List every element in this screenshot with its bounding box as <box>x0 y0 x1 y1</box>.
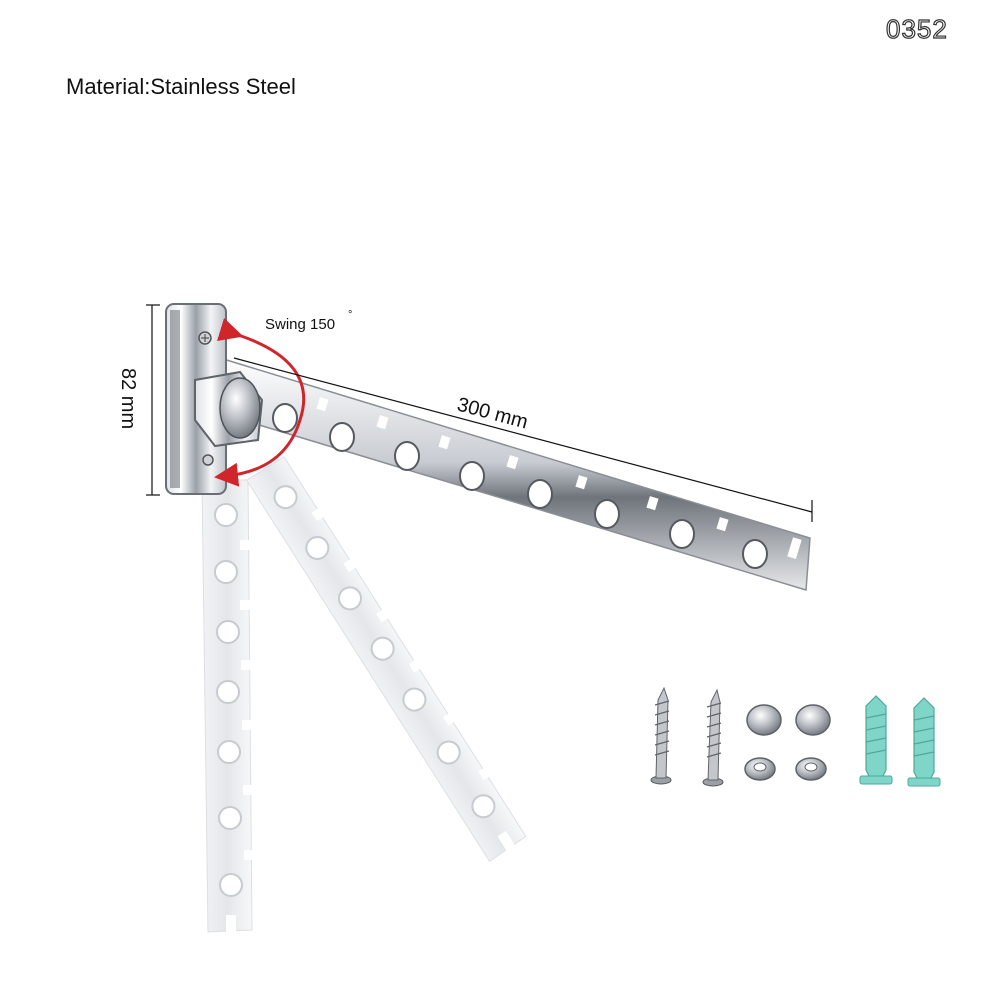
swing-label: Swing 150 <box>265 316 335 333</box>
wall-anchor-icon <box>859 695 893 785</box>
ghost-arm-diagonal <box>245 456 527 863</box>
degree-mark: ° <box>348 309 352 321</box>
height-dimension-line <box>146 304 160 496</box>
height-label: 82 mm <box>117 368 139 429</box>
washer-icon <box>795 757 827 781</box>
screw-cap-icon <box>746 704 782 736</box>
ghost-arm-vertical <box>201 479 256 933</box>
screw-icon <box>702 688 724 787</box>
product-code: 0352 <box>885 13 948 44</box>
wall-anchor-icon <box>907 697 941 787</box>
material-label: Material:Stainless Steel <box>66 74 296 99</box>
length-label: 300 mm <box>455 394 530 434</box>
screw-icon <box>650 686 672 785</box>
swing-arrow <box>214 318 306 487</box>
length-dimension-line <box>233 357 813 522</box>
screw-cap-icon <box>795 704 831 736</box>
washer-icon <box>744 757 776 781</box>
main-arm <box>215 357 811 591</box>
